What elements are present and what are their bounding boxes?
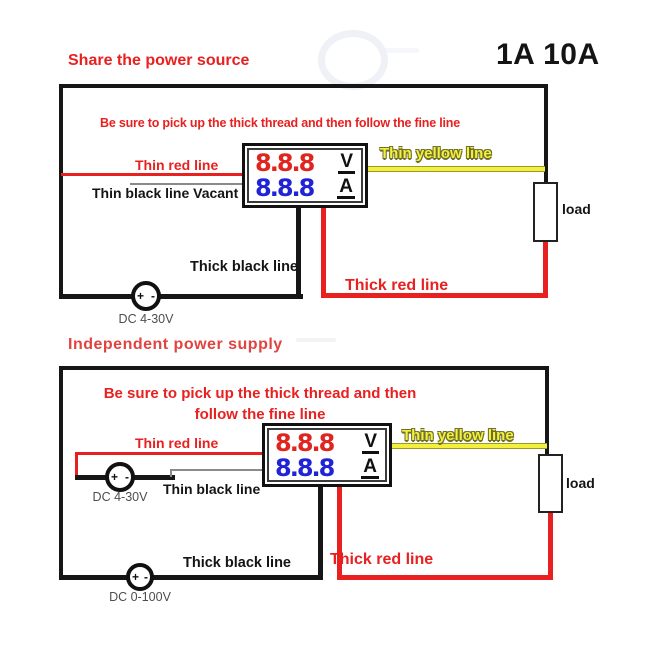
watermark-dash-2 xyxy=(296,338,336,342)
page-title: Share the power source xyxy=(68,52,250,69)
meter2-volt-digits: 8.8.8 xyxy=(275,428,335,457)
box2-top-wire xyxy=(59,366,549,370)
thin-yellow-wire-2 xyxy=(392,443,547,449)
thick-red-label-1: Thick red line xyxy=(345,277,449,294)
thin-red-label-1: Thin red line xyxy=(135,157,219,173)
thin-black-jog-2 xyxy=(170,469,172,477)
thick-black-rail-2 xyxy=(59,575,323,580)
battery1-symbol: + - xyxy=(131,281,161,311)
box1-top-wire xyxy=(59,84,548,88)
meter2-volt-row: 8.8.8 V xyxy=(275,430,379,455)
thin-yellow-label-2: Thin yellow line xyxy=(402,427,514,444)
thin-black-wire-2 xyxy=(170,469,262,471)
thick-black-label-2: Thick black line xyxy=(183,555,291,571)
watermark-dash xyxy=(383,48,419,53)
battery2-plus-mark: + xyxy=(111,470,119,484)
load2-red-up-wire xyxy=(548,511,553,580)
battery3-symbol: + - xyxy=(126,563,154,591)
thin-red-wire-1 xyxy=(61,173,242,176)
meter2-volt-unit: V xyxy=(362,430,379,454)
thin-red-wire-2-h xyxy=(75,452,262,455)
thick-black-label-1: Thick black line xyxy=(190,259,298,275)
meter1-display: 8.8.8 V 8.8.8 A xyxy=(247,148,363,203)
watermark-circle xyxy=(318,30,388,90)
diagram1-note: Be sure to pick up the thick thread and … xyxy=(100,116,460,130)
box2-right-wire xyxy=(545,366,549,454)
thick-red-label-2: Thick red line xyxy=(330,551,434,568)
meter1-amp-row: 8.8.8 A xyxy=(255,176,355,202)
thin-black-label-1: Thin black line Vacant xyxy=(92,185,239,201)
volt-amp-meter-2: 8.8.8 V 8.8.8 A xyxy=(262,423,392,487)
meter2-amp-unit: A xyxy=(361,455,379,479)
thick-black-rail-1 xyxy=(59,294,303,299)
battery1-voltage-label: DC 4-30V xyxy=(118,312,174,326)
diagram2-note-line1: Be sure to pick up the thick thread and … xyxy=(103,385,417,402)
thin-yellow-label-1: Thin yellow line xyxy=(380,145,492,162)
battery3-minus-mark: - xyxy=(144,570,148,584)
meter2-amp-digits: 8.8.8 xyxy=(275,453,335,482)
meter1-red-down-wire xyxy=(321,206,326,295)
load1-red-up-wire xyxy=(543,240,548,296)
meter1-black-down-wire xyxy=(296,206,301,296)
diagram2-note-line2: follow the fine line xyxy=(194,406,326,423)
battery3-plus-mark: + xyxy=(132,570,140,584)
thick-red-rail-1 xyxy=(321,293,548,298)
box2-left-wire xyxy=(59,366,63,580)
load2-box xyxy=(538,454,563,513)
meter1-amp-unit: A xyxy=(337,176,355,200)
meter2-amp-row: 8.8.8 A xyxy=(275,455,379,480)
thin-yellow-wire-1 xyxy=(368,166,545,172)
battery2-minus-mark: - xyxy=(125,470,129,484)
thin-black-label-2: Thin black line xyxy=(163,481,261,497)
section2-title: Independent power supply xyxy=(68,336,283,353)
battery1-minus-mark: - xyxy=(151,289,155,303)
meter2-black-down-wire xyxy=(318,485,323,580)
battery2-symbol: + - xyxy=(105,462,135,492)
battery1-plus-mark: + xyxy=(137,289,145,303)
box1-left-wire xyxy=(59,84,63,299)
thin-black-vacant-wire-1 xyxy=(130,183,242,185)
volt-amp-meter-1: 8.8.8 V 8.8.8 A xyxy=(242,143,368,208)
meter2-display: 8.8.8 V 8.8.8 A xyxy=(267,428,387,482)
thick-red-rail-2 xyxy=(337,575,553,580)
load2-label: load xyxy=(566,475,595,491)
meter1-volt-digits: 8.8.8 xyxy=(255,148,315,177)
battery3-voltage-label: DC 0-100V xyxy=(109,590,171,604)
box1-right-wire xyxy=(544,84,548,184)
battery2-voltage-label: DC 4-30V xyxy=(92,490,148,504)
load1-box xyxy=(533,182,558,242)
meter1-amp-digits: 8.8.8 xyxy=(255,174,315,203)
load1-label: load xyxy=(562,201,591,217)
thin-red-label-2: Thin red line xyxy=(135,435,219,451)
meter1-volt-row: 8.8.8 V xyxy=(255,150,355,176)
meter1-volt-unit: V xyxy=(338,150,355,174)
meter2-red-down-wire xyxy=(337,485,342,580)
thin-red-wire-2-v xyxy=(75,452,78,479)
current-rating: 1A 10A xyxy=(496,38,600,71)
